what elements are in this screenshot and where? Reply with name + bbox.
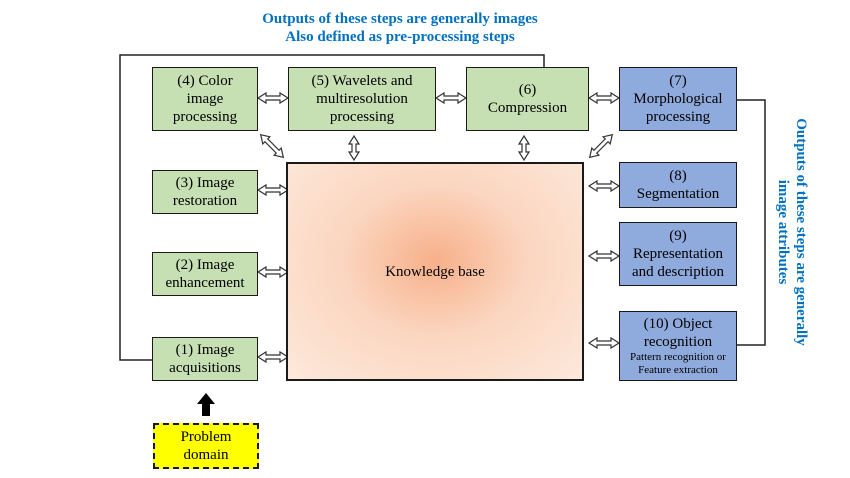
segmentation-box: (8) Segmentation [619, 162, 737, 208]
recognition-sub-line2: Feature extraction [638, 364, 718, 376]
compression-line2: Compression [487, 100, 568, 116]
knowledge-base-label: Knowledge base [385, 263, 485, 280]
representation-line2: Representation [633, 246, 723, 262]
color-processing-box: (4) Color image processing [152, 67, 258, 131]
morphological-line3: processing [645, 109, 711, 125]
double-arrow-kb-recognition [587, 336, 621, 350]
recognition-sub-line1: Pattern recognition or [630, 351, 726, 363]
problem-domain-line1: Problem [180, 429, 232, 445]
recognition-line1: (10) Object [643, 316, 713, 332]
recognition-box: (10) Object recognition Pattern recognit… [619, 311, 737, 381]
representation-line3: and description [631, 264, 725, 280]
problem-domain-line2: domain [183, 447, 229, 463]
acquisition-line2: acquisitions [169, 360, 241, 376]
morphological-line1: (7) [669, 73, 687, 89]
morphological-box: (7) Morphological processing [619, 67, 737, 131]
preprocessing-note-line1: Outputs of these steps are generally ima… [262, 11, 538, 27]
double-arrow-wavelets-kb [347, 134, 361, 162]
color-processing-line2: image [186, 91, 224, 107]
double-arrow-acquisition-kb [256, 350, 290, 364]
restoration-line1: (3) Image [175, 175, 235, 191]
double-arrow-wavelets-compression [434, 91, 468, 105]
morphological-line2: Morphological [633, 91, 723, 107]
acquisition-line1: (1) Image [175, 342, 235, 358]
preprocessing-note-line2: Also defined as pre-processing steps [285, 29, 515, 45]
restoration-line2: restoration [172, 193, 238, 209]
knowledge-base-box: Knowledge base [286, 162, 584, 381]
color-processing-line1: (4) Color [177, 73, 233, 89]
recognition-line2: recognition [643, 334, 713, 350]
preprocessing-note: Outputs of these steps are generally ima… [200, 10, 600, 46]
double-arrow-color-kb [259, 133, 285, 159]
double-arrow-restoration-kb [256, 183, 290, 197]
problem-to-acquisition-arrow [197, 393, 215, 416]
enhancement-line1: (2) Image [175, 257, 235, 273]
double-arrow-kb-segmentation [587, 179, 621, 193]
compression-line1: (6) [518, 82, 537, 98]
wavelets-box: (5) Wavelets and multiresolution process… [288, 67, 436, 131]
wavelets-line2: multiresolution [316, 91, 408, 107]
segmentation-line1: (8) [669, 168, 687, 184]
segmentation-line2: Segmentation [636, 186, 720, 202]
double-arrow-compression-kb [517, 134, 531, 162]
double-arrow-morphological-kb [588, 133, 614, 159]
representation-line1: (9) [669, 228, 687, 244]
wavelets-line1: (5) Wavelets and [311, 73, 413, 89]
double-arrow-compression-morphological [587, 91, 621, 105]
double-arrow-kb-representation [587, 249, 621, 263]
enhancement-box: (2) Image enhancement [152, 252, 258, 296]
enhancement-line2: enhancement [165, 275, 245, 291]
compression-box: (6) Compression [466, 67, 589, 131]
attributes-bracket-line [737, 99, 766, 346]
representation-box: (9) Representation and description [619, 222, 737, 286]
double-arrow-enhancement-kb [256, 265, 290, 279]
wavelets-line3: processing [329, 109, 395, 125]
double-arrow-color-wavelets [256, 91, 290, 105]
color-processing-line3: processing [172, 109, 238, 125]
restoration-box: (3) Image restoration [152, 170, 258, 214]
problem-domain-box: Problem domain [153, 423, 259, 469]
preprocessing-bracket-line [119, 54, 545, 361]
acquisition-box: (1) Image acquisitions [152, 337, 258, 381]
